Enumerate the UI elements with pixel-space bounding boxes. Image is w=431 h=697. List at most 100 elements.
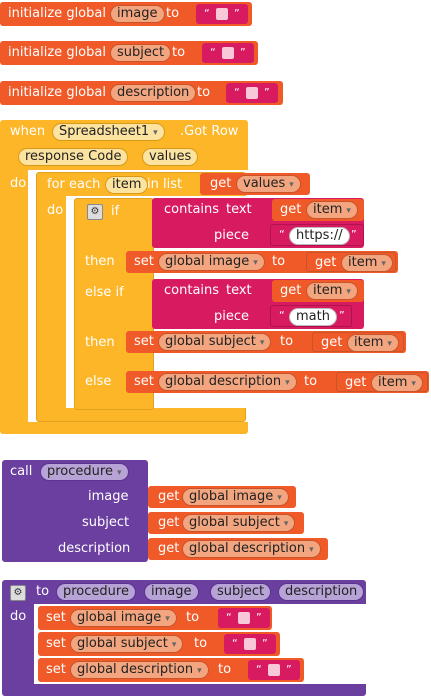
get-values-block[interactable]: get values▾	[200, 173, 310, 195]
set-label: set	[134, 334, 154, 349]
var-dropdown[interactable]: item▾	[306, 282, 358, 300]
string-value-box[interactable]	[244, 638, 256, 650]
global-name-field[interactable]: image	[110, 5, 165, 23]
var-dropdown[interactable]: global subject▾	[182, 514, 296, 532]
var-name: item	[348, 255, 378, 270]
empty-string-block[interactable]: “ ”	[202, 43, 254, 63]
empty-string-block[interactable]: “ ”	[226, 83, 278, 103]
to-label: to	[194, 636, 208, 651]
dropdown-arrow-icon: ▾	[171, 640, 177, 650]
var-dropdown[interactable]: global image▾	[158, 253, 265, 271]
string-value-box[interactable]	[216, 8, 228, 20]
param-image[interactable]: image	[144, 583, 199, 601]
empty-string-block[interactable]: “ ”	[196, 4, 248, 24]
mutator-gear-icon[interactable]: ⚙	[87, 204, 103, 220]
global-name-field[interactable]: subject	[110, 44, 172, 62]
var-name: item	[354, 335, 384, 350]
var-dropdown[interactable]: global description▾	[70, 661, 209, 679]
string-value-field[interactable]: https://	[289, 227, 350, 245]
get-global-subject-block[interactable]: get global subject▾	[148, 512, 304, 534]
contains-mode-dropdown[interactable]: text	[226, 283, 252, 298]
close-quote: ”	[234, 7, 240, 20]
var-dropdown[interactable]: global description▾	[158, 373, 297, 391]
get-item-block[interactable]: get item▾	[272, 280, 364, 302]
set-label: set	[46, 610, 66, 625]
procedure-name: procedure	[47, 464, 113, 479]
dropdown-arrow-icon: ▾	[346, 287, 351, 297]
then-label: then	[85, 335, 115, 350]
var-name: global image	[77, 610, 162, 625]
component-dropdown[interactable]: Spreadsheet1▾	[52, 123, 165, 141]
param-description[interactable]: description	[278, 583, 365, 601]
string-value-field[interactable]: math	[289, 308, 337, 326]
get-item-block[interactable]: get item▾	[306, 252, 396, 272]
var-dropdown[interactable]: global image▾	[182, 488, 289, 506]
var-dropdown[interactable]: item▾	[371, 374, 423, 392]
open-quote: “	[204, 7, 210, 20]
var-dropdown[interactable]: values▾	[236, 175, 301, 193]
when-label: when	[10, 124, 46, 139]
string-value-box[interactable]	[268, 664, 280, 676]
var-dropdown[interactable]: item▾	[347, 334, 399, 352]
get-item-block[interactable]: get item▾	[272, 199, 364, 221]
get-global-image-block[interactable]: get global image▾	[148, 486, 296, 508]
var-dropdown[interactable]: item▾	[306, 201, 358, 219]
close-quote: ”	[264, 86, 270, 99]
get-label: get	[158, 489, 180, 504]
get-label: get	[345, 375, 367, 390]
open-quote: “	[279, 228, 285, 241]
open-quote: “	[234, 86, 240, 99]
var-name: values	[243, 176, 286, 191]
empty-string-block[interactable]: “ ”	[248, 660, 300, 680]
set-global-subject-block[interactable]: set global subject▾ to “ ”	[38, 632, 280, 656]
do-label: do	[10, 176, 27, 191]
var-name: global subject	[189, 515, 280, 530]
get-global-description-block[interactable]: get global description▾	[148, 538, 328, 560]
string-value-box[interactable]	[238, 612, 250, 624]
call-procedure-block[interactable]: call procedure▾ image subject descriptio…	[2, 460, 148, 562]
string-value-box[interactable]	[222, 47, 234, 59]
do-label: do	[47, 203, 64, 218]
param-subject[interactable]: subject	[210, 583, 272, 601]
to-label: to	[218, 662, 232, 677]
text-string-block[interactable]: “ https:// ”	[270, 224, 364, 246]
string-value-box[interactable]	[246, 87, 258, 99]
open-quote: “	[226, 611, 232, 624]
dropdown-arrow-icon: ▾	[153, 128, 158, 138]
var-name: global subject	[77, 636, 168, 651]
param-values[interactable]: values	[142, 148, 199, 166]
get-item-block[interactable]: get item▾	[336, 372, 428, 392]
loop-var-field[interactable]: item	[105, 176, 149, 194]
var-dropdown[interactable]: global description▾	[182, 540, 321, 558]
param-response-code[interactable]: response Code	[18, 148, 129, 166]
procedure-name-field[interactable]: procedure	[56, 583, 136, 601]
get-label: get	[158, 541, 180, 556]
arg-subject-label: subject	[82, 515, 130, 530]
mutator-gear-icon[interactable]: ⚙	[10, 585, 26, 601]
set-global-image-block[interactable]: set global image▾ to “ ”	[38, 606, 272, 630]
call-label: call	[10, 464, 33, 479]
init-global-subject-block[interactable]: initialize global subject to “ ”	[0, 41, 258, 65]
empty-string-block[interactable]: “ ”	[224, 634, 276, 654]
init-global-image-block[interactable]: initialize global image to “ ”	[0, 2, 252, 26]
global-name-field[interactable]: description	[110, 84, 197, 102]
empty-string-block[interactable]: “ ”	[218, 608, 270, 628]
var-dropdown[interactable]: global subject▾	[70, 635, 184, 653]
var-name: item	[378, 375, 408, 390]
arg-image-label: image	[88, 489, 129, 504]
to-label: to	[304, 374, 318, 389]
var-name: global image	[189, 489, 274, 504]
close-quote: ”	[262, 637, 268, 650]
to-label: to	[280, 334, 294, 349]
var-dropdown[interactable]: item▾	[341, 254, 393, 272]
contains-mode-dropdown[interactable]: text	[226, 202, 252, 217]
var-dropdown[interactable]: global subject▾	[158, 333, 272, 351]
var-dropdown[interactable]: global image▾	[70, 609, 177, 627]
init-global-description-block[interactable]: initialize global description to “ ”	[0, 81, 283, 105]
to-label: to	[272, 254, 286, 269]
procedure-dropdown[interactable]: procedure▾	[40, 463, 129, 481]
text-string-block[interactable]: “ math ”	[270, 305, 352, 327]
if-label: if	[111, 204, 120, 219]
get-item-block[interactable]: get item▾	[312, 332, 404, 352]
set-global-description-block[interactable]: set global description▾ to “ ”	[38, 658, 304, 682]
